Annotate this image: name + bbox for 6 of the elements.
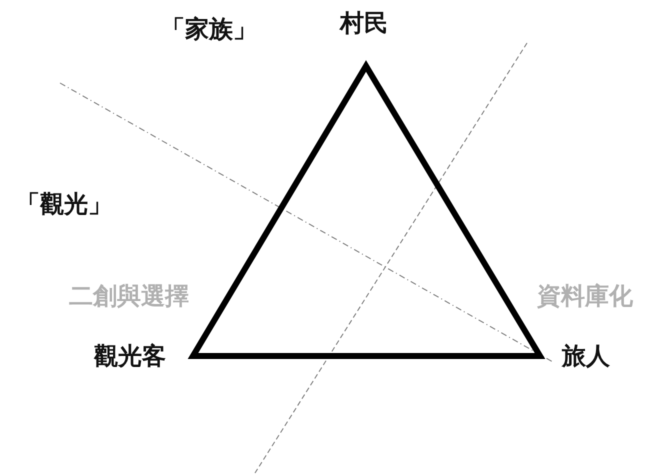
corner-label: 村民 <box>340 11 388 35</box>
label: 「家族」 <box>161 17 257 41</box>
corner-label: 旅人 <box>562 344 610 368</box>
label: 「觀光」 <box>16 192 112 216</box>
region-label: 資料庫化 <box>537 284 633 308</box>
corner-label: 觀光客 <box>94 344 166 368</box>
